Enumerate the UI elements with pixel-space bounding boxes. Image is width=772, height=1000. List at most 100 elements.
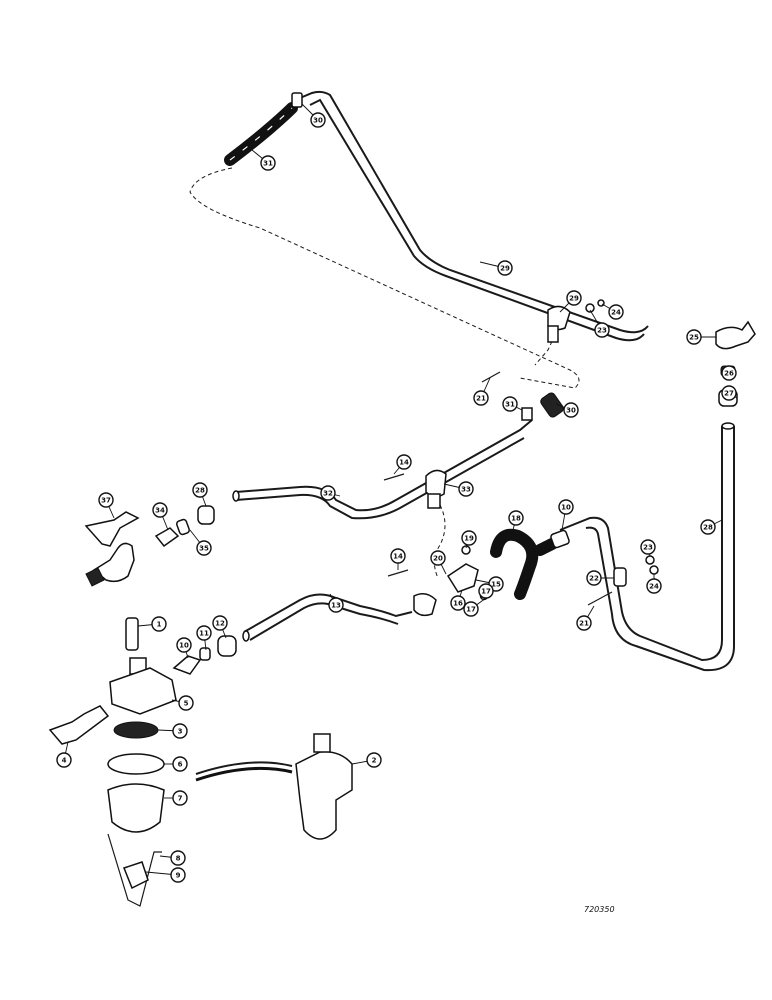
callout-label: 29 <box>569 295 579 303</box>
callout-12: 12 <box>212 615 228 639</box>
gasket-35 <box>176 518 190 536</box>
bolt-right <box>587 591 613 606</box>
callout-10: 10 <box>176 637 192 659</box>
callout-label: 5 <box>184 700 189 708</box>
callout-18: 18 <box>508 510 524 535</box>
callout-circle <box>450 595 466 611</box>
callout-label: 32 <box>323 490 333 498</box>
fuel-pipe-middle <box>235 419 533 512</box>
callout-circle <box>497 260 513 276</box>
callout-30: 30 <box>555 402 579 418</box>
fuel-pipe-right <box>559 426 723 662</box>
callout-label: 26 <box>724 370 734 378</box>
callout-label: 4 <box>62 757 67 765</box>
callout-label: 28 <box>195 487 205 495</box>
callout-label: 13 <box>331 602 341 610</box>
callout-circle <box>196 540 212 556</box>
bolt-14-upper <box>383 473 405 481</box>
bail-8 <box>107 833 162 907</box>
callout-label: 18 <box>511 515 521 523</box>
drawing-reference-number: 720350 <box>584 905 615 914</box>
callout-circle <box>594 322 610 338</box>
nut-upper <box>585 303 595 313</box>
callout-circle <box>721 385 737 401</box>
callout-label: 27 <box>724 390 734 398</box>
callout-label: 9 <box>176 872 181 880</box>
callout-label: 35 <box>199 545 209 553</box>
callout-21: 21 <box>473 377 491 406</box>
callout-circle <box>576 615 592 631</box>
filter-bowl-7 <box>107 783 165 833</box>
callout-circle <box>320 485 336 501</box>
callout-label: 33 <box>461 486 471 494</box>
callout-8: 8 <box>159 850 186 866</box>
callout-2: 2 <box>351 752 382 768</box>
fitting-upper <box>291 92 303 108</box>
callout-25: 25 <box>686 329 716 345</box>
fitting-20 <box>550 529 570 549</box>
fuel-pipe-lower <box>243 593 413 633</box>
nut-36 <box>197 505 215 525</box>
pipe-end-lower <box>242 630 250 642</box>
callout-circle <box>458 481 474 497</box>
callout-29: 29 <box>559 290 582 313</box>
callout-label: 23 <box>597 327 607 335</box>
callout-27: 27 <box>721 385 738 401</box>
dashed-route-upper <box>189 167 580 389</box>
callout-circle <box>170 850 186 866</box>
callout-circle <box>151 616 167 632</box>
callout-label: 21 <box>579 620 589 628</box>
cap-19 <box>461 545 471 555</box>
callout-1: 1 <box>137 616 167 632</box>
bolt-14-lower <box>387 569 409 577</box>
callout-label: 2 <box>372 757 377 765</box>
dashed-route-middle <box>434 504 446 579</box>
clamp-middle-tab <box>427 493 441 509</box>
callout-label: 25 <box>689 334 699 342</box>
callout-4: 4 <box>56 741 72 768</box>
drain-valve-4 <box>48 705 110 745</box>
callout-label: 10 <box>179 642 189 650</box>
callout-label: 3 <box>178 728 183 736</box>
callout-label: 10 <box>561 504 571 512</box>
callout-circle <box>328 597 344 613</box>
callout-19: 19 <box>461 530 477 549</box>
callout-11: 11 <box>196 625 212 651</box>
callout-label: 24 <box>611 309 621 317</box>
callout-circle <box>586 570 602 586</box>
callout-label: 11 <box>199 630 209 638</box>
callout-circle <box>558 499 574 515</box>
callout-label: 15 <box>491 581 501 589</box>
callout-28: 28 <box>700 519 723 535</box>
callout-circle <box>566 290 582 306</box>
callout-label: 31 <box>505 401 515 409</box>
callout-26: 26 <box>721 365 737 381</box>
callout-label: 22 <box>589 575 599 583</box>
callout-circle <box>178 695 194 711</box>
callout-circle <box>646 578 662 594</box>
callout-label: 6 <box>178 761 183 769</box>
callout-label: 12 <box>215 620 225 628</box>
callout-label: 19 <box>464 535 474 543</box>
bolt-middle <box>481 371 501 383</box>
callout-label: 24 <box>649 583 659 591</box>
callout-14: 14 <box>390 548 406 570</box>
callout-label: 1 <box>157 621 162 629</box>
callout-label: 17 <box>481 588 491 596</box>
callout-circle <box>310 112 326 128</box>
callout-circle <box>212 615 228 631</box>
callout-circle <box>196 625 212 641</box>
filter-assembly-inlet <box>313 733 331 753</box>
callout-circle <box>608 304 624 320</box>
callout-circle <box>176 637 192 653</box>
callout-22: 22 <box>586 570 614 586</box>
callout-circle <box>563 402 579 418</box>
callout-circle <box>463 601 479 617</box>
callout-circle <box>366 752 382 768</box>
callout-30: 30 <box>301 103 326 128</box>
callout-circle <box>700 519 716 535</box>
fuel-pipe-right-inner <box>585 426 735 672</box>
callout-label: 30 <box>566 407 576 415</box>
callout-label: 21 <box>476 395 486 403</box>
callout-31: 31 <box>502 396 523 412</box>
